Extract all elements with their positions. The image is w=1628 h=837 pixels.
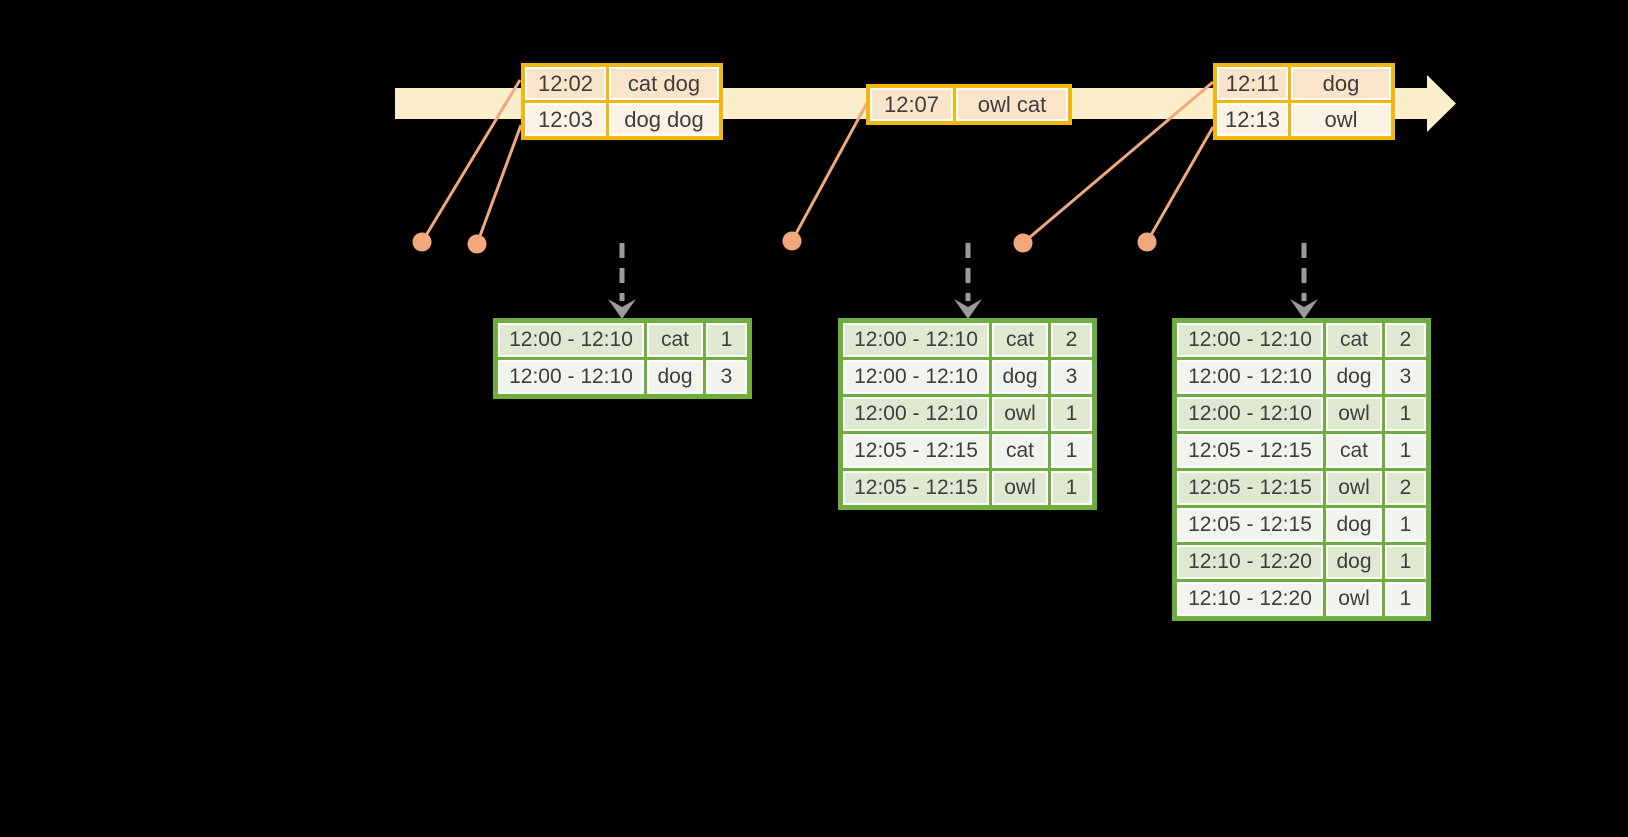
window-cell: 12:00 - 12:10	[1177, 360, 1323, 394]
event-dot-icon	[1013, 233, 1033, 253]
word-cell: cat	[1326, 323, 1382, 357]
window-cell: 12:00 - 12:10	[843, 323, 989, 357]
result-row: 12:10 - 12:20 owl 1	[1177, 582, 1426, 616]
event-time-cell: 12:07	[870, 88, 953, 121]
word-cell: owl	[1326, 471, 1382, 505]
trigger-arrow-icon	[1290, 243, 1318, 319]
window-cell: 12:05 - 12:15	[1177, 471, 1323, 505]
event-table: 12:11 dog 12:13 owl	[1213, 63, 1395, 140]
word-cell: cat	[1326, 434, 1382, 468]
event-row: 12:02 cat dog	[525, 67, 719, 100]
window-cell: 12:00 - 12:10	[843, 397, 989, 431]
word-cell: dog	[647, 360, 703, 394]
event-time-cell: 12:13	[1217, 103, 1288, 136]
result-row: 12:00 - 12:10 cat 1	[498, 323, 747, 357]
result-row: 12:00 - 12:10 dog 3	[1177, 360, 1426, 394]
count-cell: 1	[1385, 434, 1426, 468]
window-cell: 12:00 - 12:10	[498, 323, 644, 357]
result-row: 12:05 - 12:15 owl 1	[843, 471, 1092, 505]
event-table: 12:07 owl cat	[866, 84, 1072, 125]
result-row: 12:00 - 12:10 dog 3	[843, 360, 1092, 394]
count-cell: 2	[1385, 323, 1426, 357]
event-words-cell: owl	[1291, 103, 1391, 136]
window-cell: 12:05 - 12:15	[843, 471, 989, 505]
event-words-cell: cat dog	[609, 67, 719, 100]
event-words-cell: dog dog	[609, 103, 719, 136]
connector-line	[475, 124, 523, 245]
window-cell: 12:05 - 12:15	[843, 434, 989, 468]
count-cell: 1	[706, 323, 747, 357]
event-row: 12:03 dog dog	[525, 103, 719, 136]
window-cell: 12:00 - 12:10	[1177, 397, 1323, 431]
word-cell: dog	[992, 360, 1048, 394]
count-cell: 1	[1051, 471, 1092, 505]
event-words-cell: dog	[1291, 67, 1391, 100]
count-cell: 3	[1385, 360, 1426, 394]
result-table: 12:00 - 12:10 cat 1 12:00 - 12:10 dog 3	[493, 318, 752, 399]
count-cell: 2	[1051, 323, 1092, 357]
result-row: 12:00 - 12:10 owl 1	[843, 397, 1092, 431]
result-table: 12:00 - 12:10 cat 2 12:00 - 12:10 dog 3 …	[1172, 318, 1431, 621]
count-cell: 1	[1385, 545, 1426, 579]
word-cell: dog	[1326, 508, 1382, 542]
word-cell: owl	[992, 471, 1048, 505]
result-row: 12:00 - 12:10 cat 2	[1177, 323, 1426, 357]
word-cell: owl	[1326, 397, 1382, 431]
result-table: 12:00 - 12:10 cat 2 12:00 - 12:10 dog 3 …	[838, 318, 1097, 510]
window-cell: 12:10 - 12:20	[1177, 582, 1323, 616]
event-dot-icon	[467, 234, 487, 254]
connector-line	[420, 79, 522, 243]
count-cell: 1	[1051, 434, 1092, 468]
result-row: 12:05 - 12:15 cat 1	[1177, 434, 1426, 468]
result-row: 12:05 - 12:15 owl 2	[1177, 471, 1426, 505]
event-time-cell: 12:02	[525, 67, 606, 100]
result-row: 12:05 - 12:15 cat 1	[843, 434, 1092, 468]
window-cell: 12:10 - 12:20	[1177, 545, 1323, 579]
word-cell: cat	[992, 434, 1048, 468]
connector-line	[790, 102, 869, 242]
word-cell: owl	[992, 397, 1048, 431]
word-cell: cat	[992, 323, 1048, 357]
count-cell: 1	[1385, 508, 1426, 542]
count-cell: 3	[1051, 360, 1092, 394]
window-cell: 12:00 - 12:10	[843, 360, 989, 394]
window-cell: 12:05 - 12:15	[1177, 508, 1323, 542]
event-dot-icon	[412, 232, 432, 252]
event-words-cell: owl cat	[956, 88, 1068, 121]
result-row: 12:00 - 12:10 cat 2	[843, 323, 1092, 357]
event-table: 12:02 cat dog 12:03 dog dog	[521, 63, 723, 140]
result-row: 12:05 - 12:15 dog 1	[1177, 508, 1426, 542]
word-cell: dog	[1326, 545, 1382, 579]
count-cell: 1	[1051, 397, 1092, 431]
event-row: 12:07 owl cat	[870, 88, 1068, 121]
event-row: 12:11 dog	[1217, 67, 1391, 100]
result-row: 12:00 - 12:10 dog 3	[498, 360, 747, 394]
word-cell: owl	[1326, 582, 1382, 616]
trigger-arrow-icon	[954, 243, 982, 319]
word-cell: cat	[647, 323, 703, 357]
connector-line	[1022, 80, 1214, 245]
event-row: 12:13 owl	[1217, 103, 1391, 136]
count-cell: 1	[1385, 397, 1426, 431]
result-row: 12:00 - 12:10 owl 1	[1177, 397, 1426, 431]
window-cell: 12:00 - 12:10	[498, 360, 644, 394]
result-row: 12:10 - 12:20 dog 1	[1177, 545, 1426, 579]
trigger-arrow-icon	[608, 243, 636, 319]
event-dots	[412, 231, 1157, 254]
event-dot-icon	[1137, 232, 1157, 252]
count-cell: 3	[706, 360, 747, 394]
event-dot-icon	[782, 231, 802, 251]
event-time-cell: 12:03	[525, 103, 606, 136]
count-cell: 2	[1385, 471, 1426, 505]
event-time-cell: 12:11	[1217, 67, 1288, 100]
count-cell: 1	[1385, 582, 1426, 616]
connector-lines	[420, 79, 1215, 245]
word-cell: dog	[1326, 360, 1382, 394]
connector-line	[1145, 126, 1215, 243]
window-cell: 12:05 - 12:15	[1177, 434, 1323, 468]
window-cell: 12:00 - 12:10	[1177, 323, 1323, 357]
